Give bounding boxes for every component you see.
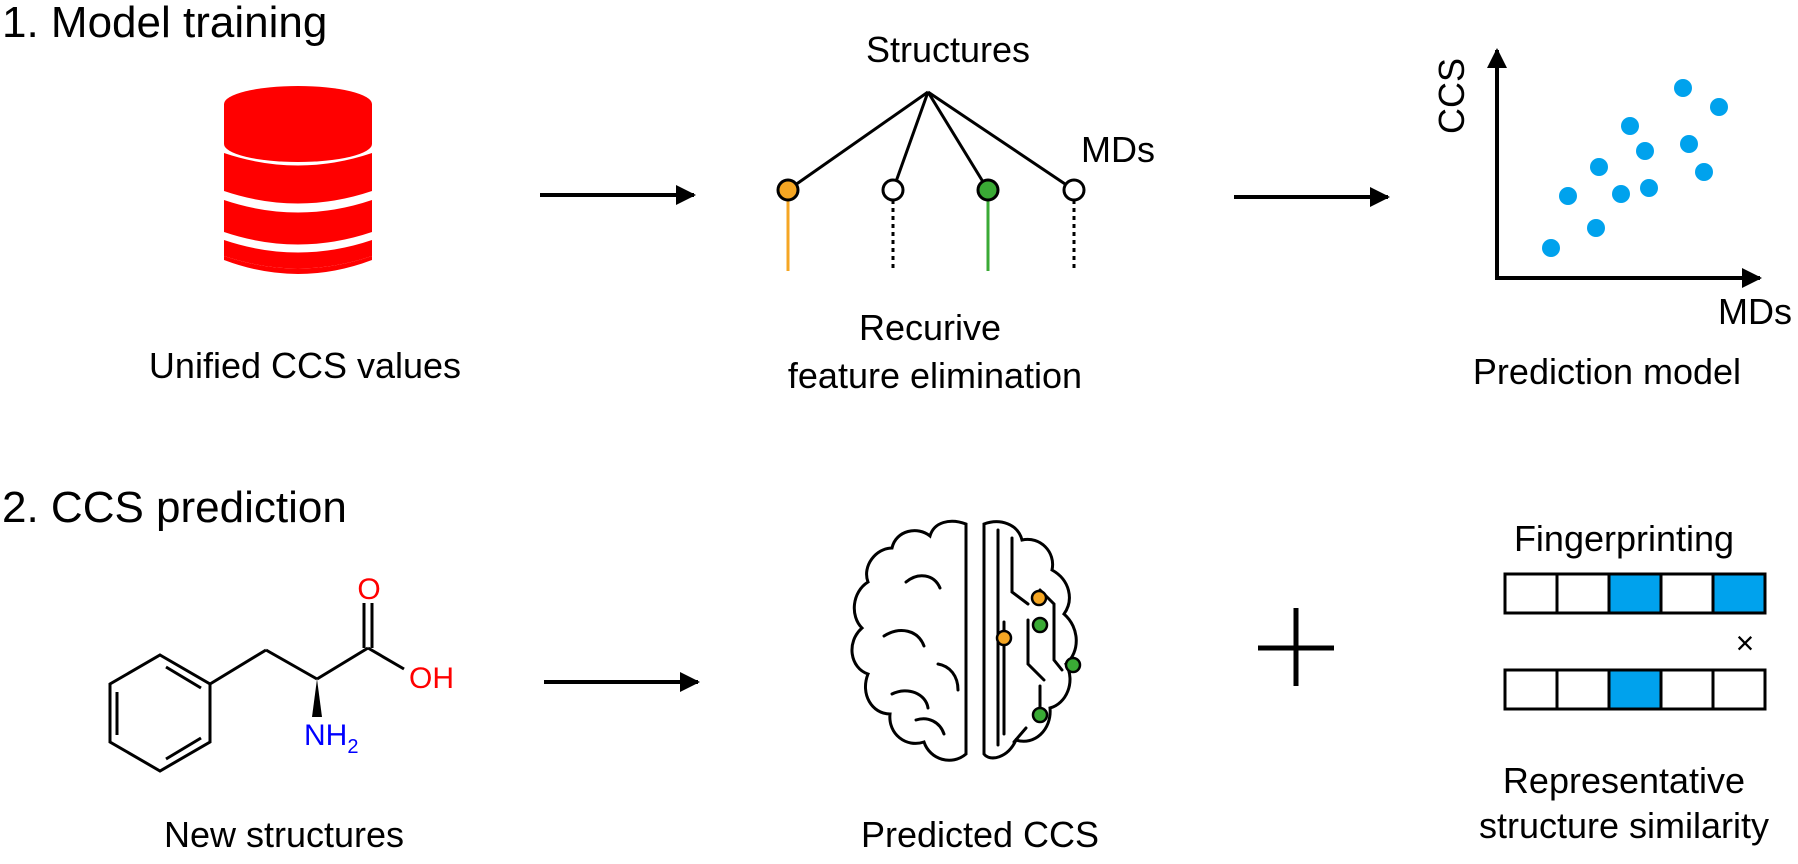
wedge-bond	[312, 679, 322, 717]
feature-tree	[776, 90, 1086, 271]
tree-node-white	[881, 178, 905, 202]
similarity-line2: structure similarity	[1479, 805, 1769, 846]
database-label: Unified CCS values	[149, 345, 461, 386]
fingerprint-title: Fingerprinting	[1514, 518, 1734, 559]
similarity-line1: Representative	[1503, 760, 1745, 801]
times-symbol: ×	[1736, 625, 1755, 661]
plus-icon	[1258, 608, 1334, 686]
database-icon	[224, 86, 372, 274]
amine-label: NH2	[304, 719, 358, 758]
brain-caption: Predicted CCS	[861, 814, 1099, 855]
plot-x-label: MDs	[1718, 291, 1792, 332]
rfe-label-line2: feature elimination	[788, 355, 1082, 396]
tree-node-green	[976, 178, 1000, 202]
plot-caption: Prediction model	[1473, 351, 1741, 392]
tree-node-orange	[776, 178, 800, 202]
brain-nodes	[995, 589, 1082, 724]
molecule-caption: New structures	[164, 814, 404, 855]
tree-side-label: MDs	[1081, 129, 1155, 170]
molecule-structure	[108, 603, 405, 773]
hydroxyl-label: OH	[409, 662, 454, 695]
section2-heading: 2. CCS prediction	[2, 483, 347, 532]
tree-top-label: Structures	[866, 29, 1030, 70]
fingerprint-bar-2	[1503, 668, 1767, 711]
brain-icon	[850, 519, 1078, 762]
scatter-plot-icon	[1487, 48, 1762, 288]
plot-y-label: CCS	[1431, 58, 1472, 134]
scatter-dots	[1542, 79, 1728, 257]
oxygen-label: O	[357, 573, 380, 606]
tree-node-white	[1062, 178, 1086, 202]
fingerprint-bar-1	[1503, 572, 1767, 615]
section1-heading: 1. Model training	[2, 0, 327, 47]
rfe-label-line1: Recurive	[859, 307, 1001, 348]
